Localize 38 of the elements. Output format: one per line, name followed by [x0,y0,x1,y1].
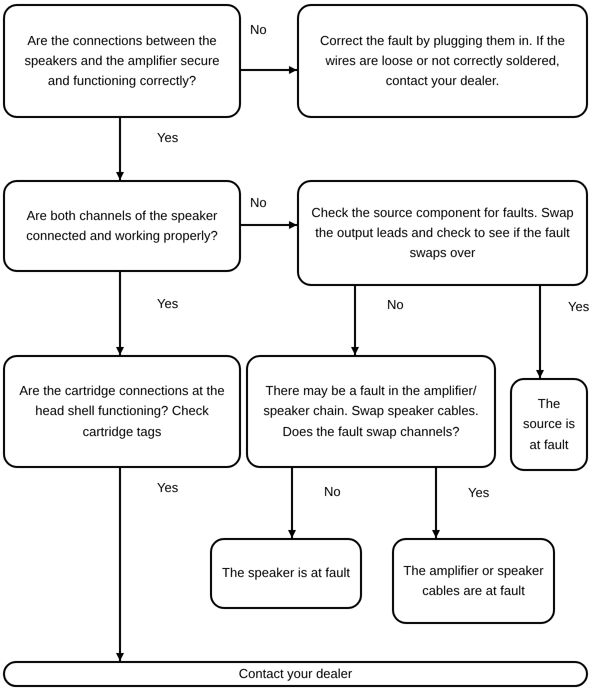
box-text: Contact your dealer [238,664,352,683]
arrow [432,468,440,538]
box-text: Check the source component for faults. Swap the output leads and check to see if the fault swaps over [310,204,575,262]
box-text: Are the cartridge connections at the head shell functioning? Check cartridge tags [18,382,226,441]
process-box [297,4,588,118]
edge-label: No [322,484,343,499]
arrow [116,468,124,661]
edge-label: No [248,195,269,210]
box-text: Are both channels of the speaker connected and working properly? [25,206,219,245]
box-text: The amplifier or speaker cables are at fault [402,562,545,600]
box-text: Are the connections between the speakers and the amplifier secure and functioning correctly? [23,32,221,90]
process-box [297,180,588,286]
process-box [246,355,496,468]
box-text: The source is at fault [522,395,576,454]
box-text: The speaker is at fault [222,564,350,582]
edge-label: Yes [155,480,180,495]
box-text: There may be a fault in the amplifier/ speaker chain. Swap speaker cables. Does the fault swap channels? [262,382,480,441]
arrow [351,286,359,355]
edge-label: Yes [466,485,492,500]
arrow [116,118,124,180]
edge-label: Yes [155,296,180,311]
arrow [536,286,544,378]
process-box [3,180,241,272]
arrow [288,468,296,538]
process-box [510,378,588,471]
arrow [116,272,124,355]
process-box [3,355,241,468]
box-text: Correct the fault by plugging them in. If the wires are loose or not correctly soldered, contact your dealer. [319,32,566,90]
edge-label: Yes [155,130,180,145]
edge-label: No [385,297,406,312]
process-box [392,538,555,624]
process-box [3,4,241,118]
process-box [210,538,362,609]
arrow [241,221,297,229]
process-box [3,661,588,687]
edge-label: No [248,22,269,37]
edge-label: Yes [566,299,591,314]
arrow [241,66,297,74]
